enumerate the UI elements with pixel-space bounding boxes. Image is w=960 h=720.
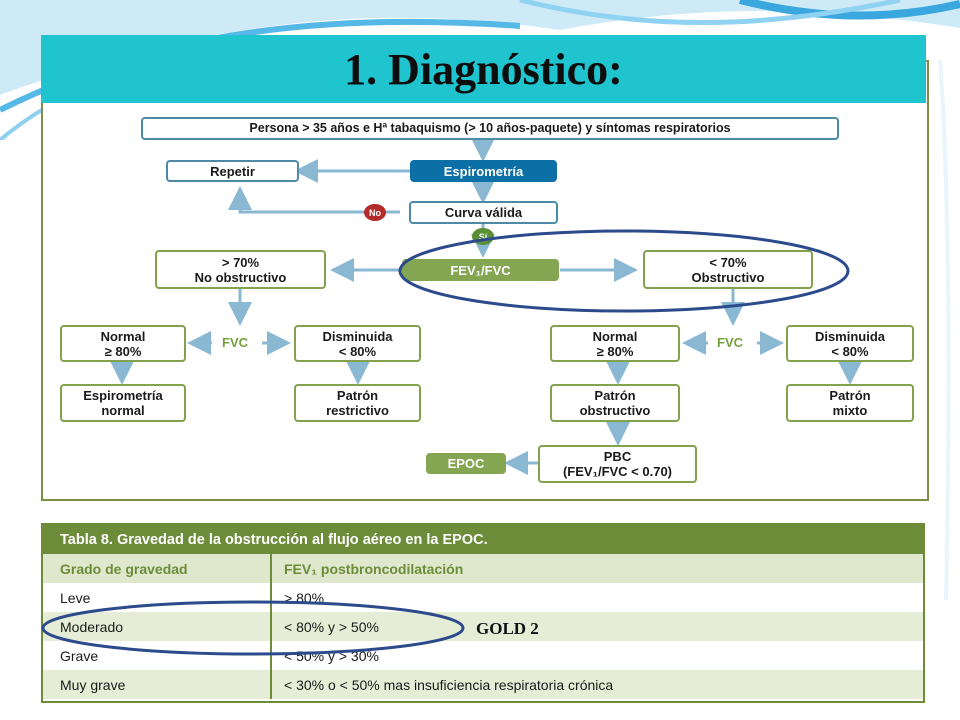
table-cell-grade: Leve: [43, 583, 272, 612]
table-row: Muy grave < 30% o < 50% mas insuficienci…: [43, 670, 923, 699]
no-badge: No: [364, 204, 386, 221]
normal-spirometry-box: Espirometría normal: [60, 384, 186, 422]
moderate-highlight-ellipse: [41, 600, 465, 656]
restrictive-pattern-box: Patrón restrictivo: [294, 384, 421, 422]
title-bar: 1. Diagnóstico:: [41, 35, 926, 103]
decreased-right-box: Disminuida < 80%: [786, 325, 914, 362]
non-obstructive-box: > 70% No obstructivo: [155, 250, 326, 289]
fvc-right-label: FVC: [717, 335, 743, 350]
table-cell-grade: Grave: [43, 641, 272, 670]
non-obstructive-label: No obstructivo: [194, 269, 287, 285]
gold-stage-label: GOLD 2: [476, 619, 539, 638]
spirometry-box: Espirometría: [410, 160, 557, 182]
decreased-left-value: < 80%: [338, 343, 377, 359]
non-obstructive-value: > 70%: [221, 254, 260, 270]
normal-right-value: ≥ 80%: [596, 343, 634, 359]
table-cell-fev1: < 30% o < 50% mas insuficiencia respirat…: [284, 676, 614, 693]
mixed-pattern-box: Patrón mixto: [786, 384, 914, 422]
table-caption-text: Tabla 8. Gravedad de la obstrucción al f…: [60, 531, 488, 548]
valid-curve-box: Curva válida: [409, 201, 558, 224]
pbc-title: PBC: [603, 449, 632, 464]
fvc-left-label: FVC: [222, 335, 248, 350]
table-header-grade: Grado de gravedad: [43, 554, 272, 583]
table-caption: Tabla 8. Gravedad de la obstrucción al f…: [43, 525, 923, 554]
restrictive-pattern-line2: restrictivo: [326, 403, 389, 418]
table-cell-fev1: < 80% y > 50%: [284, 618, 379, 635]
normal-left-title: Normal: [100, 328, 146, 344]
normal-right-title: Normal: [592, 328, 638, 344]
table-cell-grade: Muy grave: [43, 670, 272, 699]
normal-left-box: Normal ≥ 80%: [60, 325, 186, 362]
table-header-fev1: FEV₁ postbroncodilatación: [284, 560, 464, 577]
mixed-pattern-line2: mixto: [832, 403, 868, 418]
table-row: Leve > 80%: [43, 583, 923, 612]
decreased-left-title: Disminuida: [322, 328, 393, 344]
epoc-box: EPOC: [426, 453, 506, 474]
ratio-highlight-ellipse: [398, 229, 850, 313]
decreased-left-box: Disminuida < 80%: [294, 325, 421, 362]
severity-table: Tabla 8. Gravedad de la obstrucción al f…: [41, 523, 925, 703]
repeat-box: Repetir: [166, 160, 299, 182]
fev1-fvc-ratio-box: FEV₁/FVC: [402, 259, 559, 281]
start-criteria-box: Persona > 35 años e Hª tabaquismo (> 10 …: [141, 117, 839, 140]
table-row: Moderado < 80% y > 50%: [43, 612, 923, 641]
decreased-right-title: Disminuida: [814, 328, 886, 344]
table-row: Grave < 50% y > 30%: [43, 641, 923, 670]
obstructive-pattern-line2: obstructivo: [579, 403, 651, 418]
normal-spirometry-line1: Espirometría: [83, 388, 163, 403]
obstructive-value: < 70%: [709, 254, 747, 270]
normal-right-box: Normal ≥ 80%: [550, 325, 680, 362]
pbc-criteria: (FEV₁/FVC < 0.70): [562, 464, 673, 479]
obstructive-label: Obstructivo: [691, 269, 765, 285]
slide-title: 1. Diagnóstico:: [344, 44, 623, 94]
normal-spirometry-line2: normal: [101, 403, 145, 418]
obstructive-box: < 70% Obstructivo: [643, 250, 813, 289]
table-header-row: Grado de gravedad FEV₁ postbroncodilatac…: [43, 554, 923, 583]
mixed-pattern-line1: Patrón: [829, 388, 871, 403]
restrictive-pattern-line1: Patrón: [336, 388, 379, 403]
pbc-box: PBC (FEV₁/FVC < 0.70): [538, 445, 697, 483]
normal-left-value: ≥ 80%: [104, 343, 142, 359]
decreased-right-value: < 80%: [831, 343, 869, 359]
obstructive-pattern-box: Patrón obstructivo: [550, 384, 680, 422]
table-cell-grade: Moderado: [43, 612, 272, 641]
obstructive-pattern-line1: Patrón: [594, 388, 636, 403]
